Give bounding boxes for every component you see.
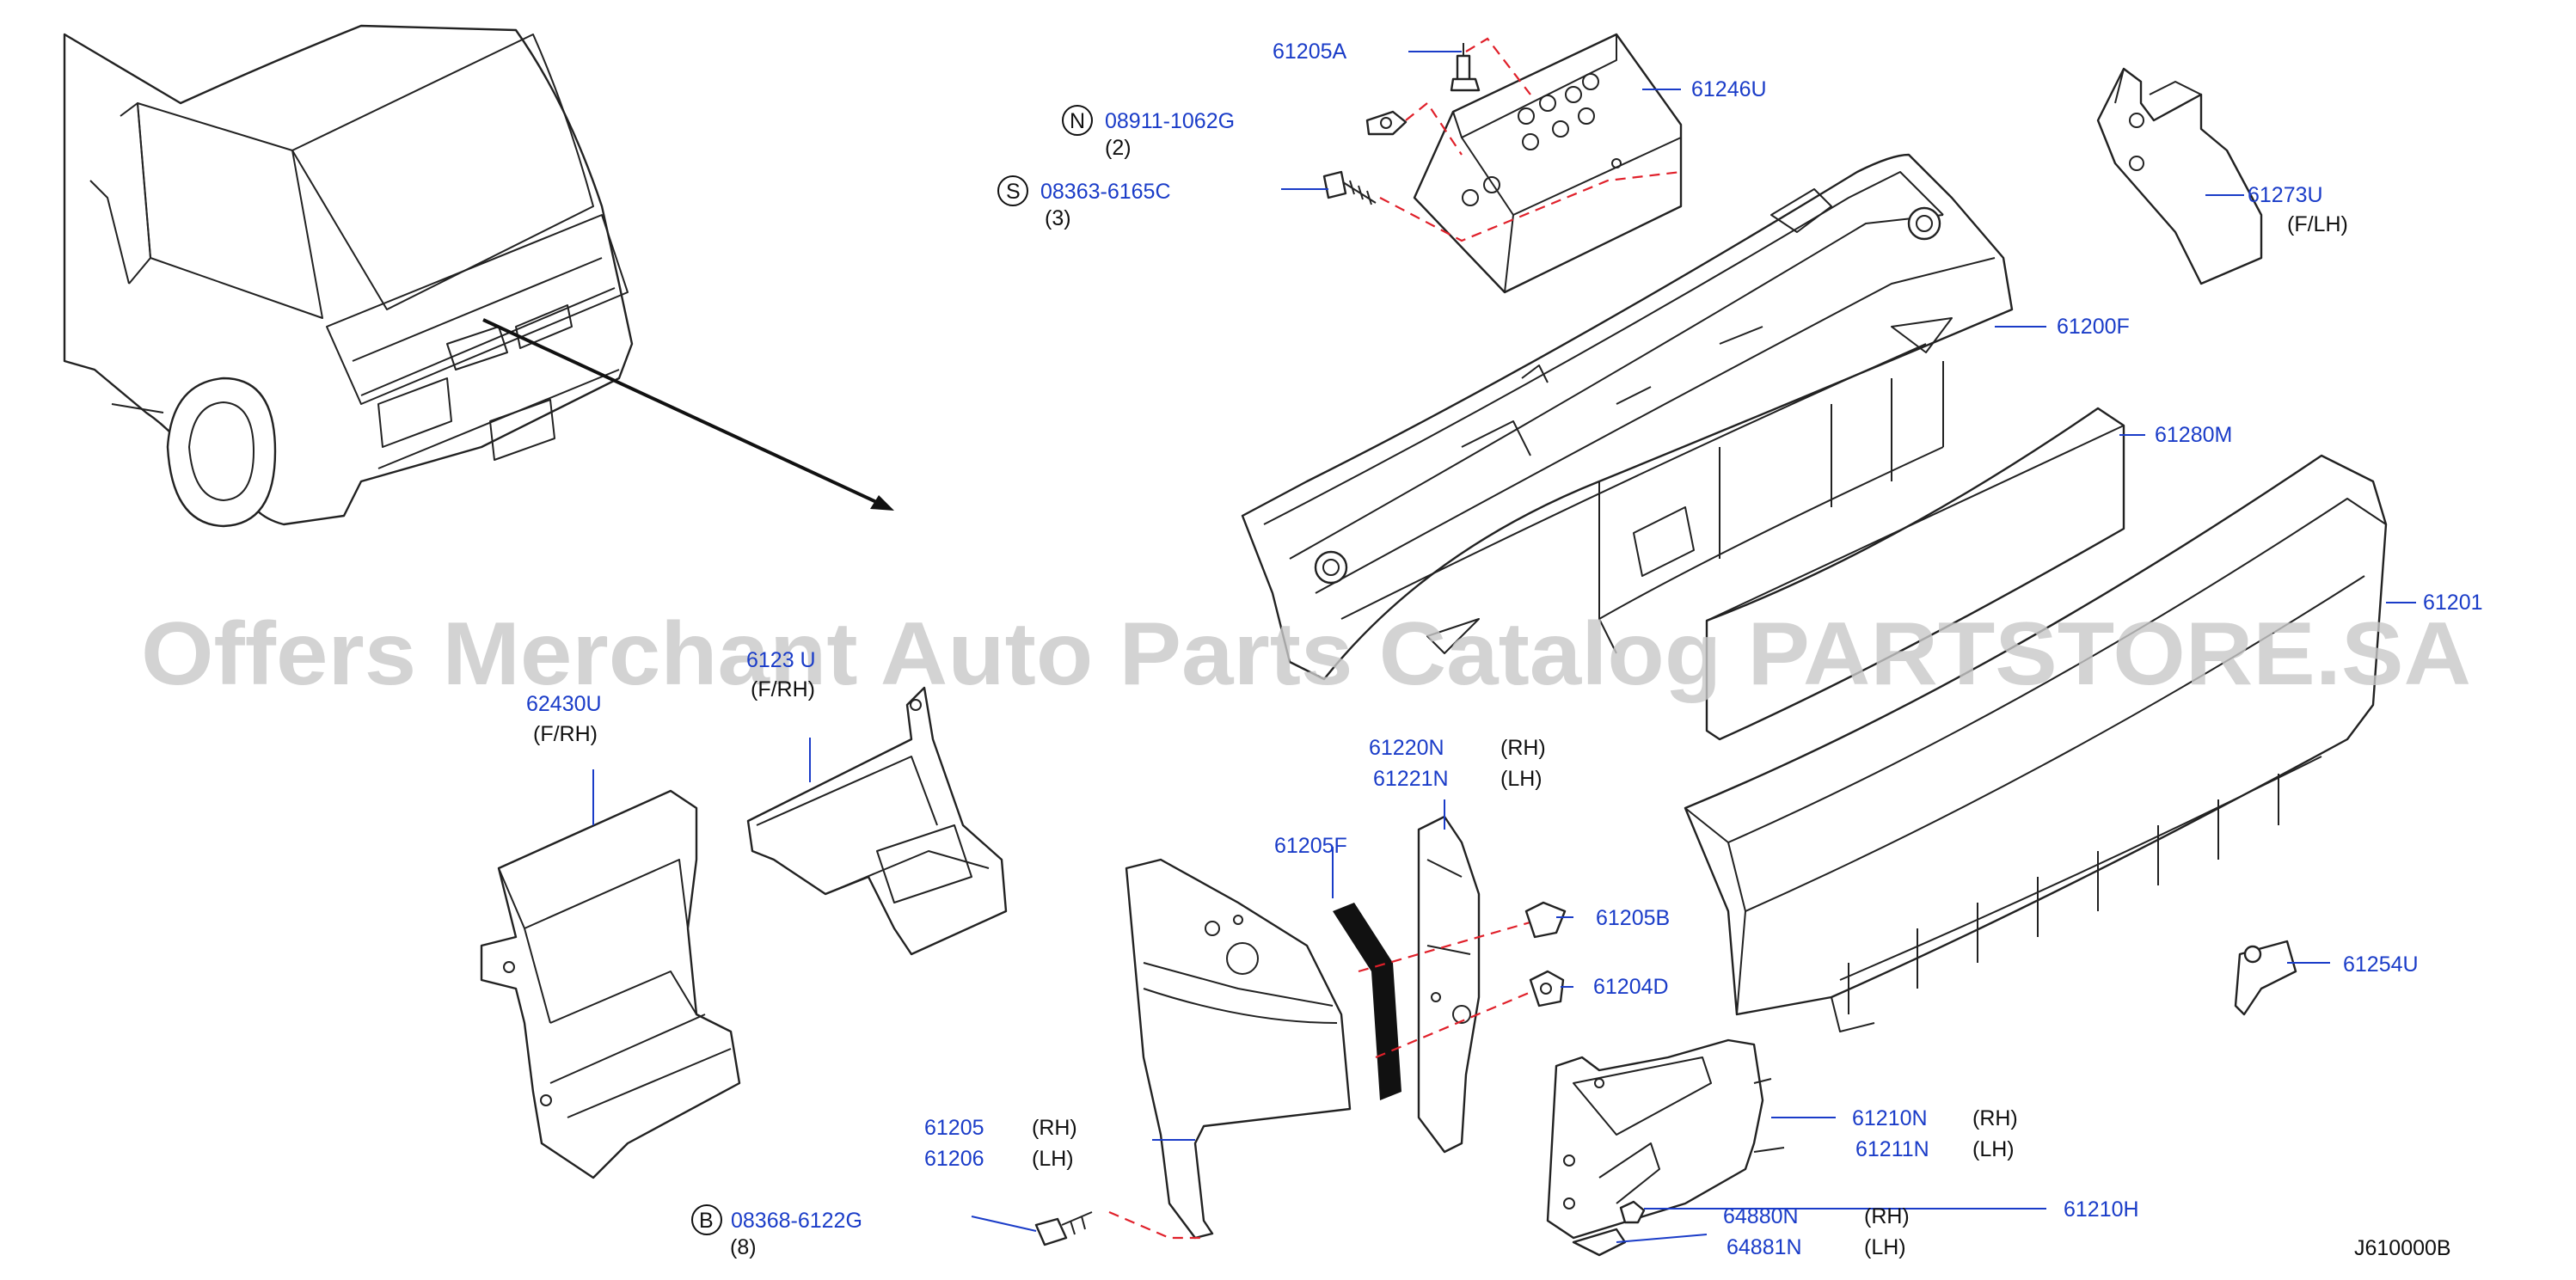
side-61211N: (LH)	[1972, 1137, 2015, 1161]
label-61220N[interactable]: 61220N	[1369, 736, 1444, 760]
nut-61204D-illustration	[1529, 970, 1565, 1007]
vehicle-reference-illustration	[63, 24, 634, 528]
label-61204D[interactable]: 61204D	[1593, 975, 1669, 999]
screw-08363-illustration	[1322, 170, 1377, 205]
fastener-symbol-n: N	[1070, 109, 1085, 133]
label-62430U[interactable]: 62430U	[526, 692, 602, 716]
label-61205B[interactable]: 61205B	[1596, 906, 1670, 930]
part-6123xU-illustration	[746, 686, 1008, 956]
part-62430U-illustration	[480, 789, 741, 1179]
direction-arrow-head	[870, 495, 894, 511]
label-61205A[interactable]: 61205A	[1273, 40, 1347, 64]
direction-arrow-line	[482, 318, 885, 507]
label-64881N[interactable]: 64881N	[1727, 1235, 1802, 1259]
label-08911-1062G[interactable]: 08911-1062G	[1105, 109, 1235, 133]
label-61221N[interactable]: 61221N	[1373, 767, 1449, 791]
label-6123xU[interactable]: 6123 U	[746, 648, 816, 672]
part-61205-illustration	[1125, 858, 1352, 1240]
part-61220N-illustration	[1417, 815, 1481, 1154]
label-61254U[interactable]: 61254U	[2343, 952, 2419, 977]
label-61246U[interactable]: 61246U	[1691, 77, 1767, 101]
fastener-symbol-s: S	[1006, 180, 1021, 204]
label-61210N[interactable]: 61210N	[1852, 1106, 1928, 1130]
part-61210N-illustration	[1546, 1038, 1764, 1240]
part-61200F-illustration	[1241, 153, 2014, 681]
side-61210N: (RH)	[1972, 1106, 2018, 1130]
label-61205[interactable]: 61205	[924, 1116, 984, 1140]
side-62430U: (F/RH)	[533, 722, 598, 746]
label-61200F[interactable]: 61200F	[2057, 315, 2130, 339]
diagram-code: J610000B	[2354, 1236, 2451, 1260]
label-08368-6122G[interactable]: 08368-6122G	[731, 1209, 862, 1233]
label-64880N[interactable]: 64880N	[1723, 1204, 1799, 1228]
part-61280M-illustration	[1705, 407, 2125, 741]
fastener-symbol-s-circle	[997, 175, 1028, 206]
side-64880N: (RH)	[1864, 1204, 1910, 1228]
qty-08368-6122G: (8)	[730, 1235, 757, 1259]
side-61273U: (F/LH)	[2287, 212, 2348, 236]
watermark-text: Offers Merchant Auto Parts Catalog PARTS…	[141, 604, 2471, 704]
label-61201[interactable]: 61201	[2423, 591, 2483, 615]
label-08363-6165C[interactable]: 08363-6165C	[1040, 180, 1171, 204]
side-61220N: (RH)	[1500, 736, 1546, 760]
part-61205F-seal-illustration	[1333, 903, 1401, 1100]
part-labels: 61205A 61246U N 08911-1062G (2) S 08363-…	[526, 40, 2483, 1260]
clip-61205B-illustration	[1524, 901, 1567, 939]
nut-08911-illustration	[1365, 110, 1408, 136]
side-6123xU: (F/RH)	[751, 677, 815, 701]
fastener-symbol-n-circle	[1062, 105, 1093, 136]
fastener-symbol-b-circle	[691, 1204, 722, 1235]
bolt-61205A-illustration	[1450, 43, 1481, 92]
part-61254U-illustration	[2234, 940, 2297, 1016]
label-61210H[interactable]: 61210H	[2064, 1197, 2139, 1222]
bolt-08368-illustration	[1034, 1211, 1093, 1246]
leader-lines	[592, 51, 2416, 1243]
label-61273U[interactable]: 61273U	[2248, 183, 2323, 207]
label-61280M[interactable]: 61280M	[2155, 423, 2232, 447]
label-61206[interactable]: 61206	[924, 1147, 984, 1171]
label-61211N[interactable]: 61211N	[1855, 1137, 1929, 1161]
part-61246U-illustration	[1413, 33, 1683, 294]
side-61205: (RH)	[1032, 1116, 1077, 1140]
side-61206: (LH)	[1032, 1147, 1074, 1171]
qty-08363-6165C: (3)	[1045, 206, 1071, 230]
side-61221N: (LH)	[1500, 767, 1543, 791]
label-61205F[interactable]: 61205F	[1274, 834, 1347, 858]
stud-pins-illustration	[1753, 1078, 1785, 1153]
side-64881N: (LH)	[1864, 1235, 1906, 1259]
part-61273U-illustration	[2096, 67, 2263, 285]
fastener-symbol-b: B	[699, 1209, 714, 1233]
grommet-61210H-illustration	[1619, 1200, 1646, 1224]
part-61201-illustration	[1684, 454, 2388, 1032]
qty-08911-1062G: (2)	[1105, 136, 1132, 160]
